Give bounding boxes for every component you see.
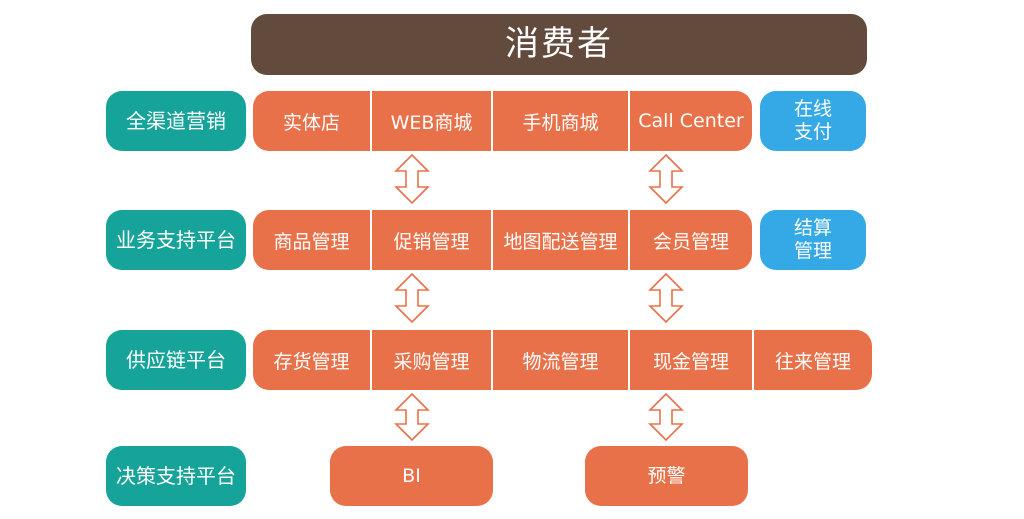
- settlement-management-box: 结算 管理: [760, 210, 866, 270]
- module-logistics-management: 物流管理: [491, 330, 628, 390]
- double-arrow-left-1-icon: [394, 153, 430, 205]
- module-member-management: 会员管理: [628, 210, 752, 270]
- module-call-center: Call Center: [628, 91, 752, 151]
- consumer-header: 消费者: [251, 14, 867, 75]
- module-bi: BI: [330, 446, 493, 506]
- online-payment-line-1: 在线: [793, 98, 832, 121]
- module-product-management: 商品管理: [253, 210, 370, 270]
- module-early-warning: 预警: [585, 446, 748, 506]
- settlement-line-2: 管理: [793, 240, 832, 262]
- module-cash-management: 现金管理: [628, 330, 752, 390]
- double-arrow-right-2-icon: [648, 272, 684, 324]
- module-promotion-management: 促销管理: [370, 210, 491, 270]
- module-mobile-mall: 手机商城: [491, 91, 628, 151]
- online-payment-line-2: 支付: [793, 121, 832, 143]
- supply-chain-module-row: 存货管理 采购管理 物流管理 现金管理 往来管理: [253, 330, 872, 390]
- layer-label-business-support: 业务支持平台: [106, 210, 246, 270]
- double-arrow-right-1-icon: [648, 153, 684, 205]
- double-arrow-left-2-icon: [394, 272, 430, 324]
- module-physical-store: 实体店: [253, 91, 370, 151]
- layer-label-supply-chain: 供应链平台: [106, 330, 246, 390]
- omnichannel-module-row: 实体店 WEB商城 手机商城 Call Center: [253, 91, 752, 151]
- module-map-delivery-management: 地图配送管理: [491, 210, 628, 270]
- double-arrow-left-3-icon: [394, 392, 430, 442]
- online-payment-box: 在线 支付: [760, 91, 866, 151]
- module-inventory-management: 存货管理: [253, 330, 370, 390]
- module-account-management: 往来管理: [752, 330, 872, 390]
- double-arrow-right-3-icon: [648, 392, 684, 442]
- module-web-mall: WEB商城: [370, 91, 491, 151]
- layer-label-omnichannel-marketing: 全渠道营销: [106, 91, 246, 151]
- layer-label-decision-support: 决策支持平台: [106, 446, 246, 506]
- module-purchase-management: 采购管理: [370, 330, 491, 390]
- settlement-line-1: 结算: [793, 217, 832, 240]
- business-support-module-row: 商品管理 促销管理 地图配送管理 会员管理: [253, 210, 752, 270]
